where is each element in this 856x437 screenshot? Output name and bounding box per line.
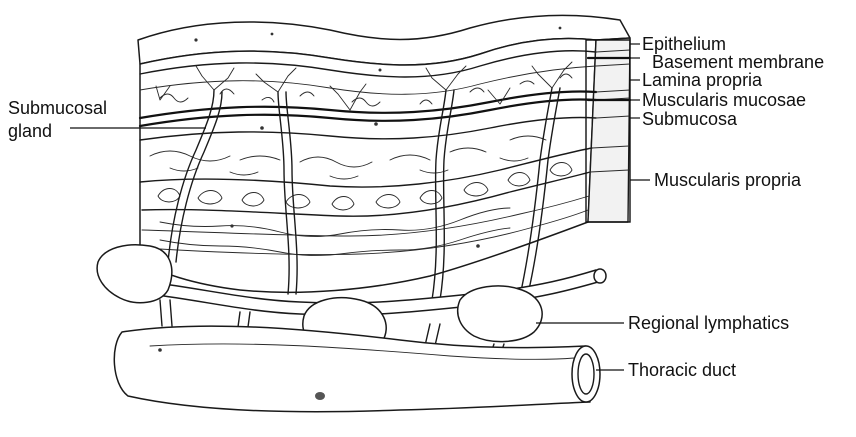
label-epithelium: Epithelium [642, 34, 726, 54]
lymph-node-left [97, 245, 172, 303]
tissue-block [138, 15, 630, 292]
label-basement-membrane: Basement membrane [652, 52, 824, 72]
label-regional-lymphatics: Regional lymphatics [628, 313, 789, 333]
label-muscularis-mucosae: Muscularis mucosae [642, 90, 806, 110]
label-submucosal-gland-line2: gland [8, 121, 52, 141]
label-submucosa: Submucosa [642, 109, 738, 129]
label-lamina-propria: Lamina propria [642, 70, 763, 90]
thoracic-duct [114, 326, 600, 412]
lymph-node-right [458, 286, 542, 342]
label-muscularis-propria: Muscularis propria [654, 170, 802, 190]
label-submucosal-gland-line1: Submucosal [8, 98, 107, 118]
label-thoracic-duct: Thoracic duct [628, 360, 736, 380]
